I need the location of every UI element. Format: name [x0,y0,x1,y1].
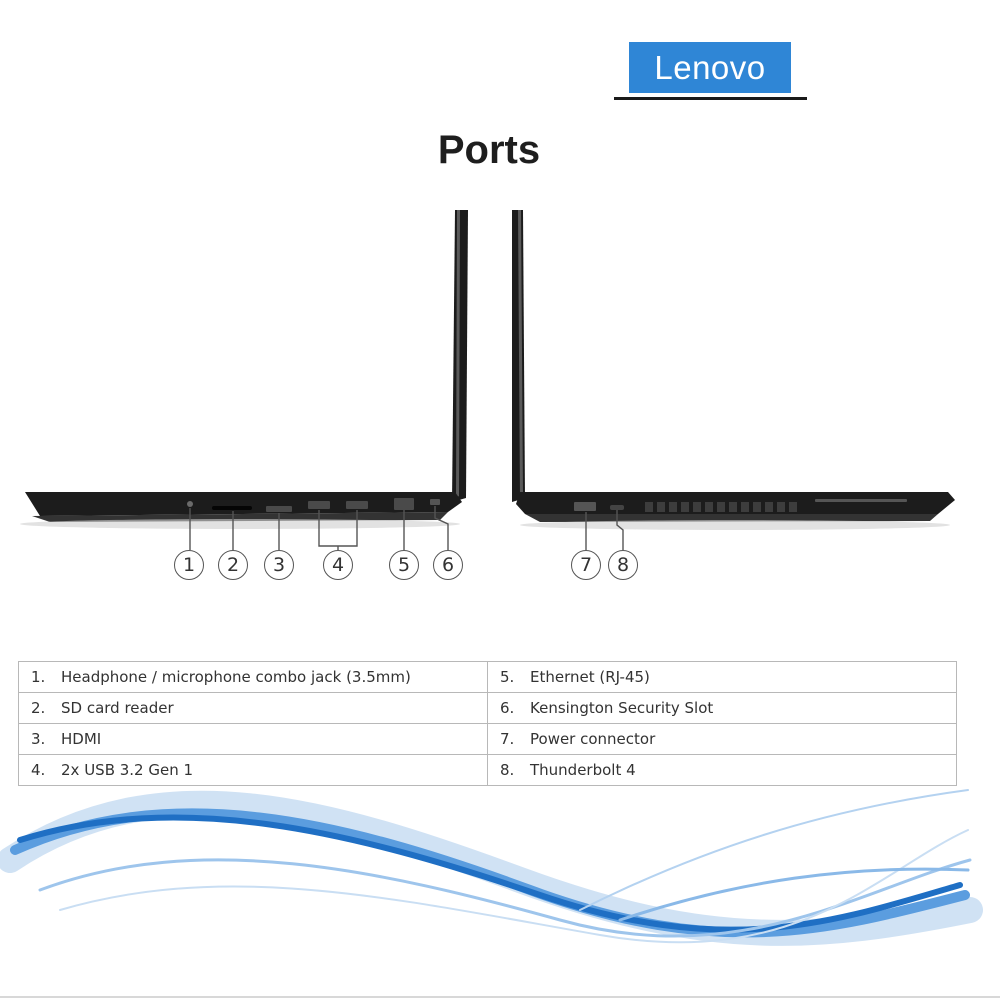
port-cell: 3.HDMI [18,723,488,755]
callout-7: 7 [571,550,601,580]
callout-1: 1 [174,550,204,580]
laptop-side-views [20,210,955,550]
port-cell: 8.Thunderbolt 4 [487,754,957,786]
left-side-laptop [20,210,468,529]
decorative-wave [0,789,983,946]
table-row: 2.SD card reader 6.Kensington Security S… [18,692,957,724]
table-row: 4.2x USB 3.2 Gen 1 8.Thunderbolt 4 [18,754,957,786]
callout-3: 3 [264,550,294,580]
port-cell: 5.Ethernet (RJ-45) [487,661,957,693]
table-row: 3.HDMI 7.Power connector [18,723,957,755]
sd-card-slot [212,506,252,510]
kensington-slot [430,499,440,505]
callout-8: 8 [608,550,638,580]
right-side-laptop [512,210,955,530]
callout-2: 2 [218,550,248,580]
ports-table: 1.Headphone / microphone combo jack (3.5… [18,661,957,786]
headphone-jack-port [187,501,193,507]
callout-6: 6 [433,550,463,580]
callout-4: 4 [323,550,353,580]
logo-text: Lenovo [654,48,766,86]
side-slot [815,499,907,502]
bottom-divider [0,996,1000,998]
ethernet-port [394,498,414,510]
power-connector-port [574,502,596,511]
hdmi-port [266,506,292,512]
port-cell: 1.Headphone / microphone combo jack (3.5… [18,661,488,693]
usb-port-2 [346,501,368,509]
lenovo-logo: Lenovo [629,42,791,93]
usb-port-1 [308,501,330,509]
port-cell: 7.Power connector [487,723,957,755]
callout-5: 5 [389,550,419,580]
table-row: 1.Headphone / microphone combo jack (3.5… [18,661,957,693]
logo-underline [614,97,807,100]
thunderbolt-port [610,505,624,510]
page-title: Ports [437,128,541,172]
callout-leaders [189,506,624,550]
port-cell: 2.SD card reader [18,692,488,724]
vent-grille [645,502,797,512]
port-cell: 6.Kensington Security Slot [487,692,957,724]
